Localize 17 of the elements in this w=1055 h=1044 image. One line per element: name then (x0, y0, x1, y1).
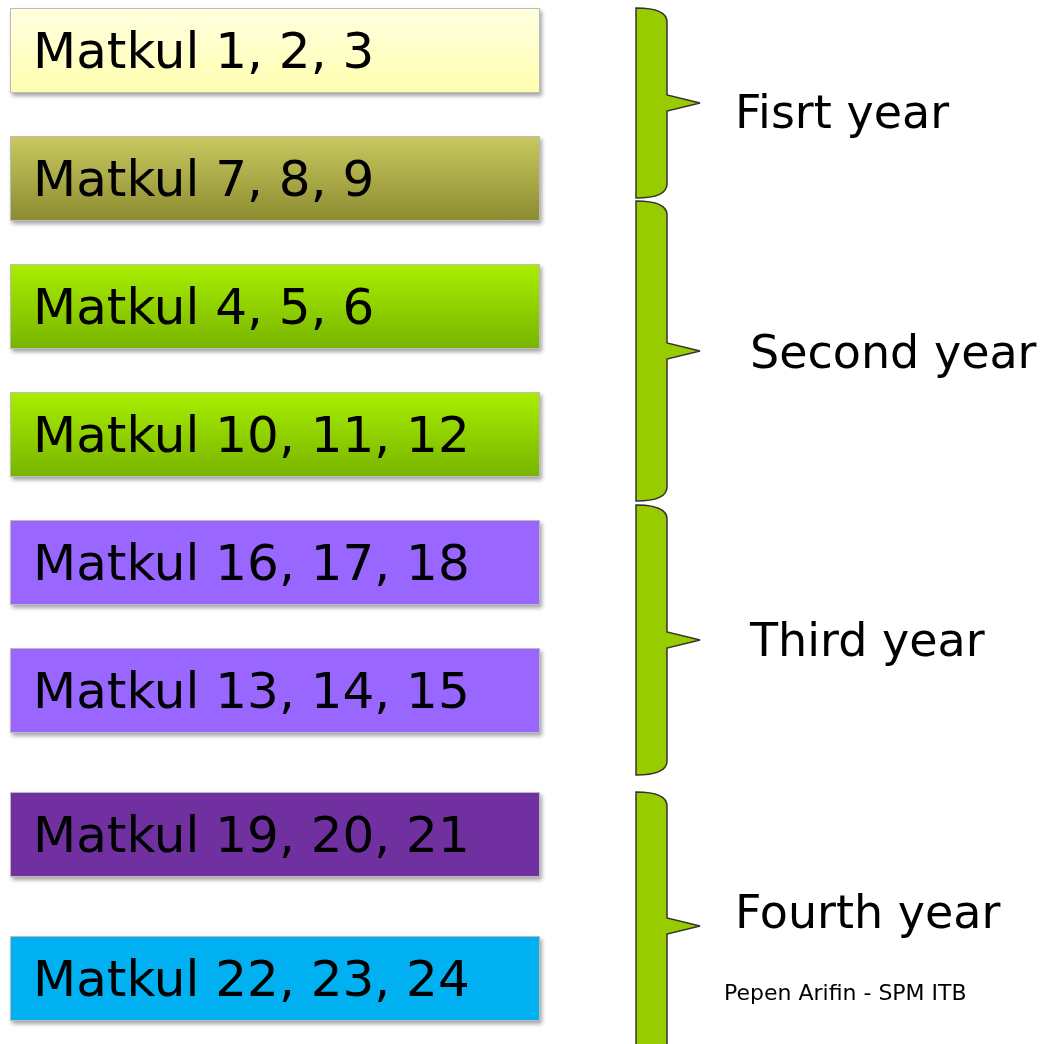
credit-text: Pepen Arifin - SPM ITB (724, 980, 967, 1005)
year-label: Fourth year (735, 885, 1001, 939)
year-label: Third year (750, 613, 985, 667)
course-box: Matkul 22, 23, 24 (10, 936, 540, 1021)
curly-brace (635, 200, 701, 502)
course-box: Matkul 19, 20, 21 (10, 792, 540, 877)
curly-brace (635, 504, 701, 776)
course-box: Matkul 1, 2, 3 (10, 8, 540, 93)
course-box: Matkul 7, 8, 9 (10, 136, 540, 221)
course-box: Matkul 10, 11, 12 (10, 392, 540, 477)
course-box: Matkul 16, 17, 18 (10, 520, 540, 605)
curly-brace (635, 7, 701, 199)
course-box: Matkul 4, 5, 6 (10, 264, 540, 349)
curly-brace (635, 791, 701, 1044)
year-label: Fisrt year (735, 85, 950, 139)
year-label: Second year (750, 325, 1037, 379)
course-box: Matkul 13, 14, 15 (10, 648, 540, 733)
